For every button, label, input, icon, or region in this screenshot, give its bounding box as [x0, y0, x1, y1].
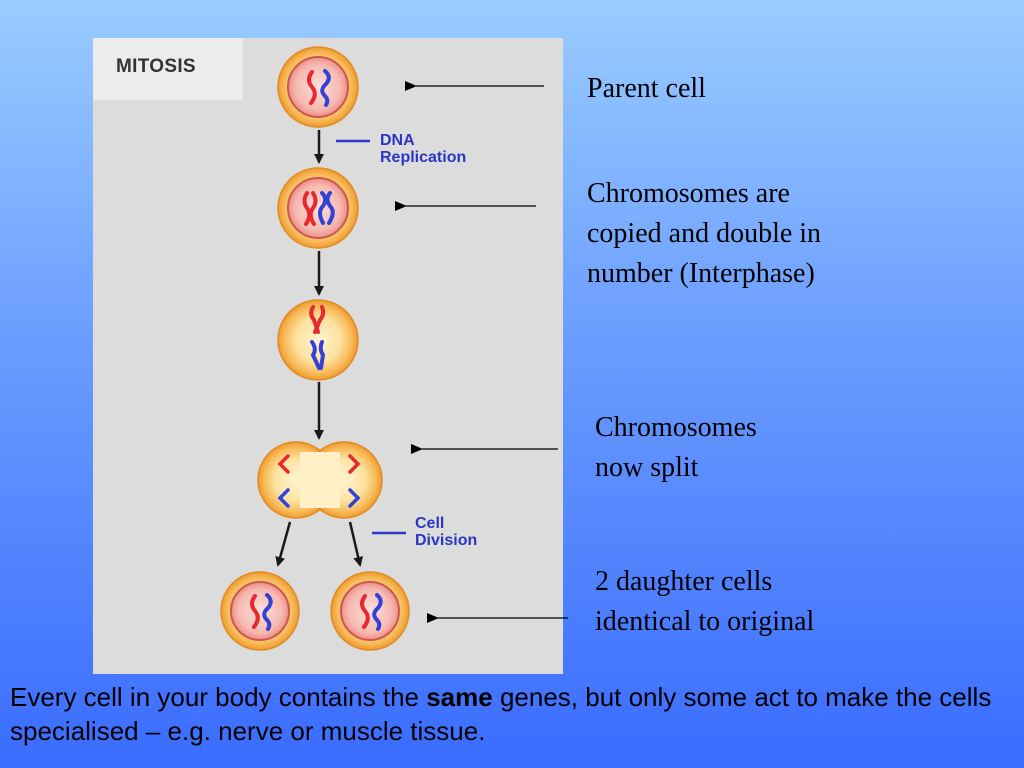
caption-line: copied and double in	[587, 214, 821, 254]
caption-line: Chromosomes	[595, 408, 757, 448]
footer-text-bold: same	[426, 682, 493, 712]
caption-chromosomes-copied: Chromosomes are copied and double in num…	[587, 174, 821, 294]
caption-line: Parent cell	[587, 69, 706, 109]
replicated-cell	[278, 168, 358, 248]
cell-division-label: Cell Division	[415, 515, 477, 549]
cell-division-line-1: Cell	[415, 515, 477, 532]
caption-parent-cell: Parent cell	[587, 69, 706, 109]
parent-cell	[278, 47, 358, 127]
caption-chromosomes-split: Chromosomes now split	[595, 408, 757, 488]
metaphase-cell	[278, 300, 358, 380]
dna-replication-line-1: DNA	[380, 132, 466, 149]
footer-text-before: Every cell in your body contains the	[10, 682, 426, 712]
daughter-cell-left	[221, 572, 299, 650]
flow-arrow	[278, 522, 290, 565]
caption-line: identical to original	[595, 602, 814, 642]
footer-text: Every cell in your body contains the sam…	[10, 680, 1010, 748]
cell-division-line-2: Division	[415, 532, 477, 549]
daughter-cell-right	[331, 572, 409, 650]
caption-daughter-cells: 2 daughter cells identical to original	[595, 562, 814, 642]
dividing-cell	[258, 442, 382, 518]
caption-line: now split	[595, 448, 757, 488]
dna-replication-line-2: Replication	[380, 149, 466, 166]
caption-line: 2 daughter cells	[595, 562, 814, 602]
flow-arrow	[350, 522, 360, 565]
caption-line: number (Interphase)	[587, 254, 821, 294]
dna-replication-label: DNA Replication	[380, 132, 466, 166]
caption-line: Chromosomes are	[587, 174, 821, 214]
